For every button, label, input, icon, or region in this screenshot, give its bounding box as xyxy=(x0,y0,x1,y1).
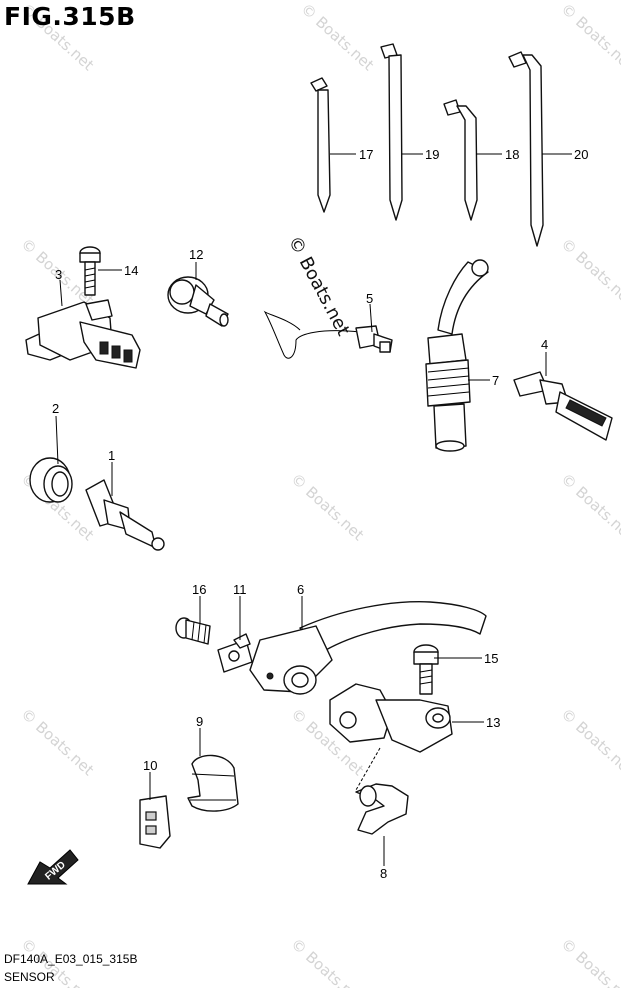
cable-tie-17 xyxy=(310,77,331,213)
callout-10[interactable]: 10 xyxy=(143,758,157,773)
watermark: © Boats.net xyxy=(557,470,621,545)
callout-13[interactable]: 13 xyxy=(486,715,500,730)
watermark: © Boats.net xyxy=(284,232,354,339)
bolt-15 xyxy=(413,644,439,695)
bolt-16 xyxy=(175,617,211,645)
callout-6[interactable]: 6 xyxy=(297,582,304,597)
callout-14[interactable]: 14 xyxy=(124,263,138,278)
callout-2[interactable]: 2 xyxy=(52,401,59,416)
callout-11[interactable]: 11 xyxy=(233,582,247,597)
callout-12[interactable]: 12 xyxy=(189,247,203,262)
grommet-2 xyxy=(29,457,73,503)
watermark: © Boats.net xyxy=(17,705,97,780)
sensor-bracket-13 xyxy=(329,683,453,753)
pressure-switch-12 xyxy=(167,276,229,327)
temp-sensor-4 xyxy=(513,371,613,441)
crank-sensor-6 xyxy=(249,601,487,695)
callout-18[interactable]: 18 xyxy=(505,147,519,162)
leader-lines xyxy=(55,153,572,866)
cable-tie-20 xyxy=(508,51,544,247)
callout-5[interactable]: 5 xyxy=(366,291,373,306)
fwd-arrow-icon: FWD xyxy=(27,849,79,885)
callout-3[interactable]: 3 xyxy=(55,267,62,282)
cable-tie-19 xyxy=(380,43,403,221)
screw-14 xyxy=(79,246,101,296)
callout-4[interactable]: 4 xyxy=(541,337,548,352)
callout-9[interactable]: 9 xyxy=(196,714,203,729)
bracket-11 xyxy=(217,633,253,673)
callout-15[interactable]: 15 xyxy=(484,651,498,666)
sensor-5 xyxy=(263,310,393,359)
callout-8[interactable]: 8 xyxy=(380,866,387,881)
sensor-7 xyxy=(425,259,489,452)
callout-19[interactable]: 19 xyxy=(425,147,439,162)
callout-17[interactable]: 17 xyxy=(359,147,373,162)
watermark: © Boats.net xyxy=(557,0,621,74)
watermark: © Boats.net xyxy=(287,470,367,545)
clip-9 xyxy=(187,754,239,812)
callout-1[interactable]: 1 xyxy=(108,448,115,463)
map-sensor-3 xyxy=(25,299,141,369)
watermark: © Boats.net xyxy=(287,935,367,988)
clamp-8 xyxy=(355,783,409,835)
bracket-10 xyxy=(139,795,171,849)
diagram-code: DF140A_E03_015_315B xyxy=(4,952,138,966)
watermark: © Boats.net xyxy=(557,705,621,780)
figure-title: FIG.315B xyxy=(4,2,136,31)
watermark: © Boats.net xyxy=(557,235,621,310)
callout-20[interactable]: 20 xyxy=(574,147,588,162)
callout-16[interactable]: 16 xyxy=(192,582,206,597)
sensor-1 xyxy=(85,479,165,551)
watermark: © Boats.net xyxy=(557,935,621,988)
watermark: © Boats.net xyxy=(297,0,377,74)
callout-7[interactable]: 7 xyxy=(492,373,499,388)
cable-tie-18 xyxy=(443,99,478,221)
callout-labels: 17 19 18 20 14 3 12 5 7 4 2 1 16 11 6 15… xyxy=(52,147,588,881)
section-name: SENSOR xyxy=(4,970,55,984)
